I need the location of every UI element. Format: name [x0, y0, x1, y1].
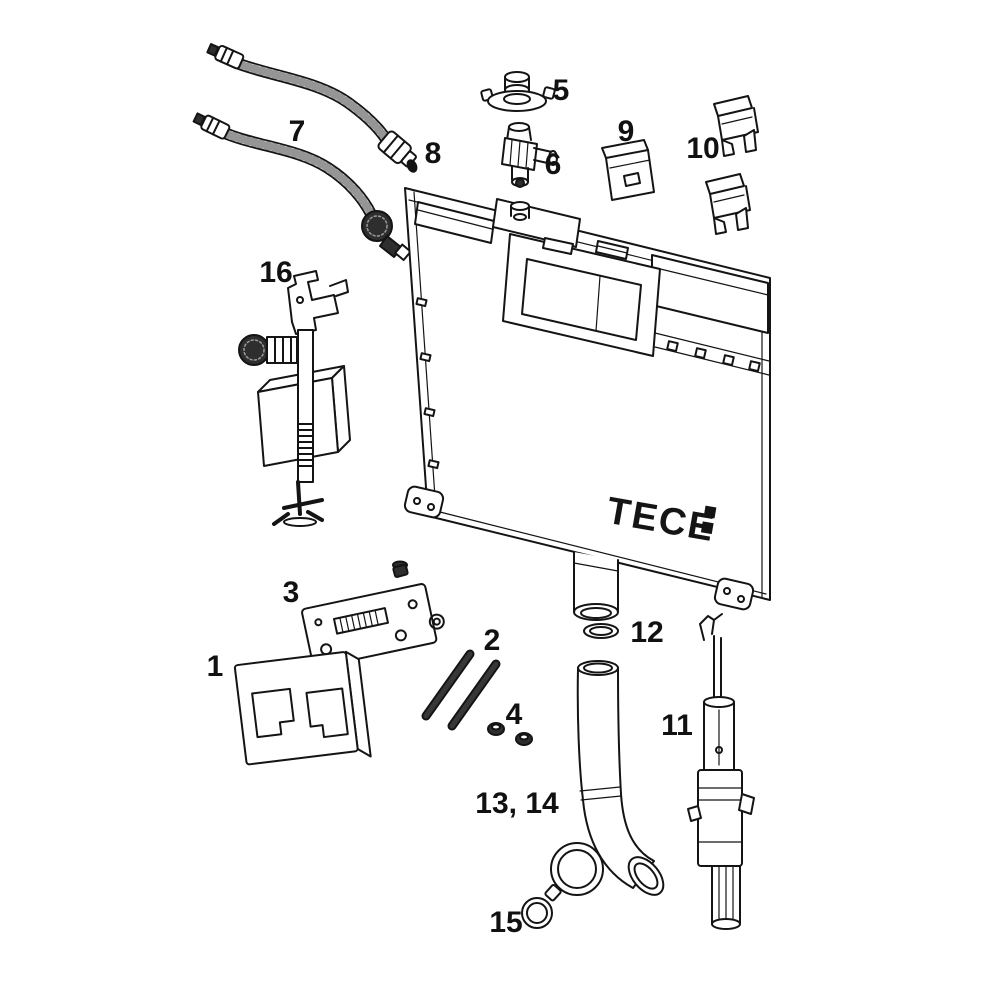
tank-foot-tab — [403, 485, 445, 519]
part-5-flanged-connector — [480, 71, 556, 112]
bend-outlet — [627, 856, 665, 896]
part-label-10: 10 — [686, 132, 719, 165]
part-10-wall-clips — [705, 95, 759, 235]
part-label-3: 3 — [283, 576, 300, 609]
valve-inlet — [238, 334, 298, 366]
valve-foot — [272, 480, 324, 527]
clamp-ring — [544, 842, 604, 902]
part-label-15: 15 — [489, 906, 522, 939]
plate-bolt — [392, 560, 409, 578]
part-label-4: 4 — [506, 698, 523, 731]
tank-lid — [492, 198, 581, 248]
part-label-16: 16 — [259, 256, 292, 289]
part-labels: 7 8 5 6 9 10 16 3 1 2 4 12 13, 14 11 15 — [207, 74, 720, 939]
part-label-6: 6 — [545, 148, 562, 181]
hose-end-fitting — [206, 43, 245, 70]
part-2-threaded-rods — [421, 649, 501, 731]
tece-logo-square — [703, 505, 717, 519]
part-4-nuts — [487, 722, 533, 746]
part-label-13-14: 13, 14 — [475, 787, 559, 820]
tank-outlet-socket — [573, 551, 619, 621]
part-8-seal — [406, 159, 418, 173]
part-13-14-flush-bend — [544, 660, 665, 902]
hose-knurled-cap — [361, 210, 412, 262]
valve-top-bracket — [287, 270, 349, 335]
part-label-8: 8 — [425, 137, 442, 170]
tece-logo-square — [700, 521, 714, 535]
hose-union-nut — [377, 130, 417, 168]
cistern-tank: TECE — [403, 187, 771, 611]
part-label-5: 5 — [553, 74, 570, 107]
tank-foot-tab — [713, 577, 755, 611]
part-6-angle-valve — [501, 122, 558, 188]
part-label-11: 11 — [661, 709, 693, 742]
valve-column — [297, 329, 314, 483]
tank-service-opening — [502, 233, 661, 357]
part-7-flex-hoses — [192, 43, 417, 262]
part-15-seal-ring — [521, 897, 553, 929]
part-16-fill-valve — [238, 270, 351, 527]
part-9-bracket — [601, 139, 655, 201]
part-label-2: 2 — [484, 624, 501, 657]
part-label-9: 9 — [618, 115, 635, 148]
part-label-12: 12 — [630, 616, 663, 649]
part-label-1: 1 — [207, 650, 224, 683]
part-1-cover-plate — [233, 650, 372, 766]
part-12-o-ring — [583, 623, 619, 639]
part-11-flush-valve — [687, 613, 755, 930]
hose-end-fitting — [192, 112, 231, 140]
part-label-7: 7 — [289, 115, 306, 148]
